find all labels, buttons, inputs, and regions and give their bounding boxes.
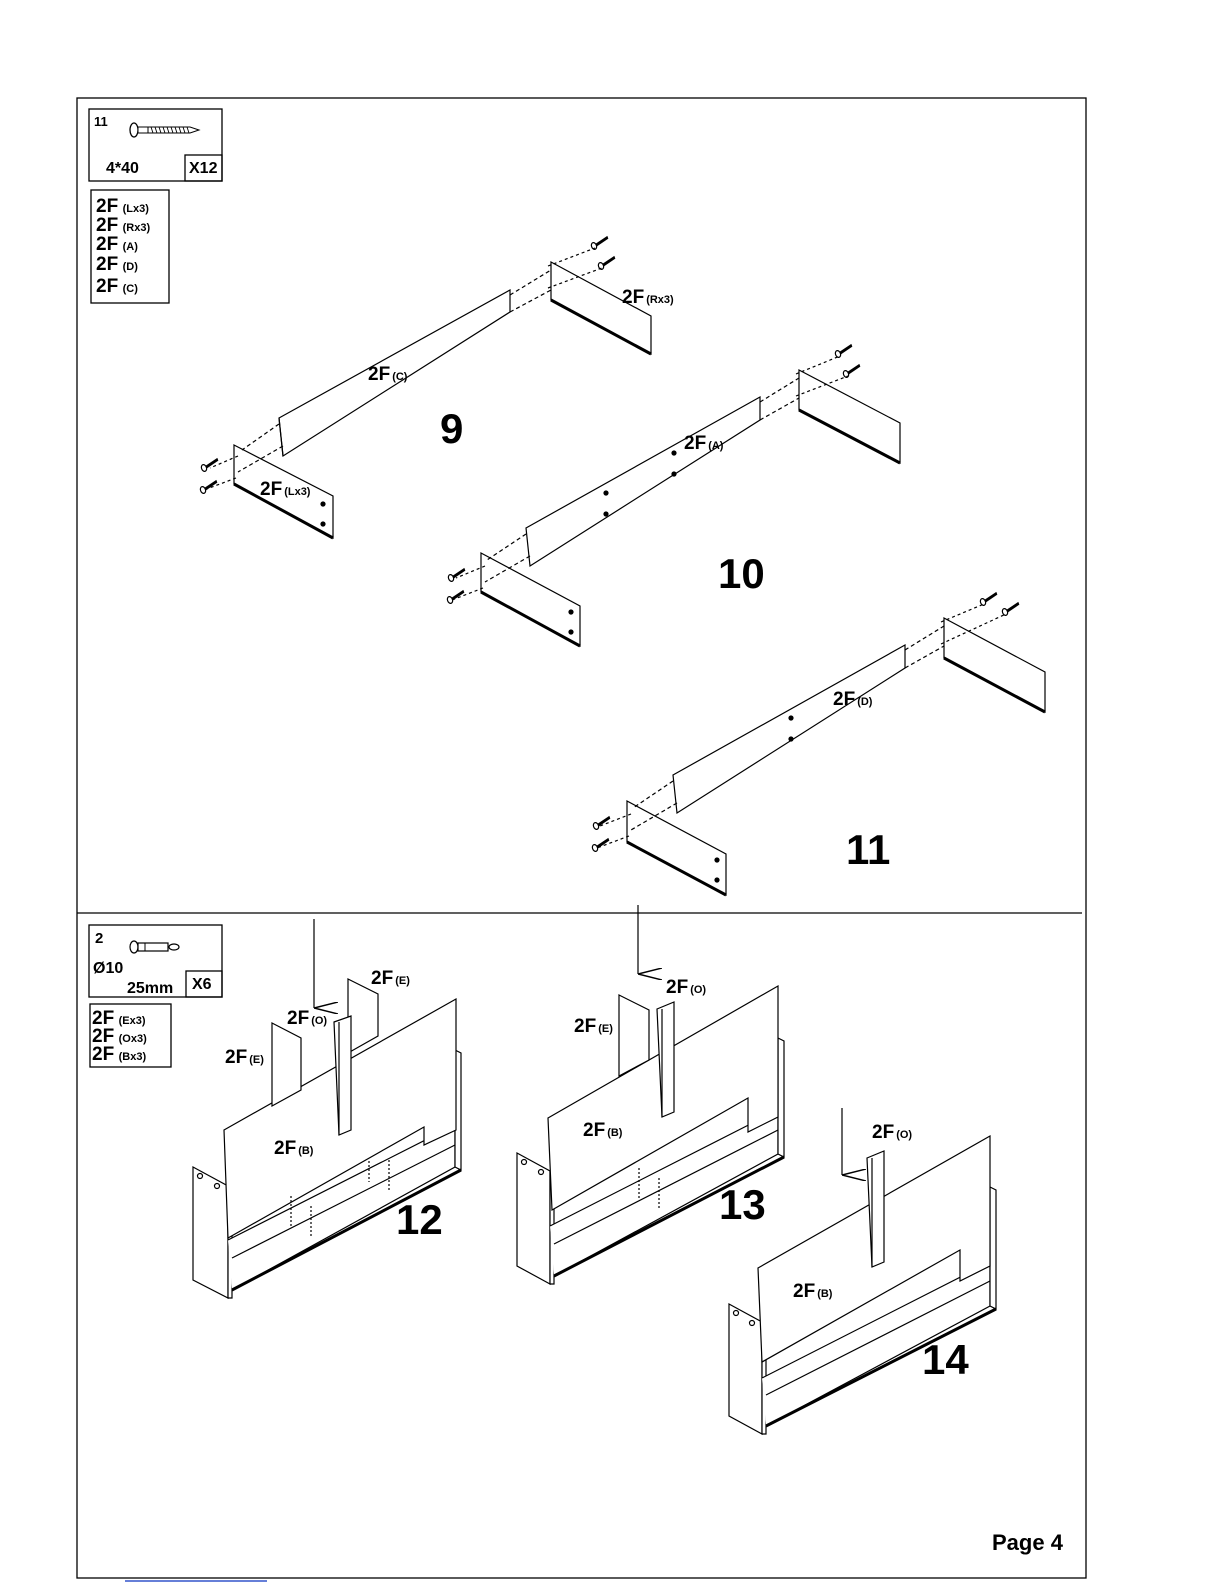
step-13-drawing	[517, 986, 784, 1284]
hardware-size: 4*40	[106, 160, 139, 177]
hardware-box-top: 11 4*40 X12	[89, 109, 222, 181]
part-label: 2F(E)	[225, 1047, 264, 1068]
hardware-id: 11	[94, 114, 108, 129]
part-label: 2F(O)	[287, 1008, 327, 1029]
step-number: 11	[846, 826, 890, 873]
hardware-box-bottom: 2 Ø10 25mm X6	[89, 925, 222, 997]
hardware-qty: X6	[192, 976, 212, 993]
step-number: 13	[719, 1181, 766, 1228]
step-number: 9	[440, 405, 463, 452]
step-11-drawing	[597, 604, 1045, 895]
hardware-qty: X12	[189, 160, 218, 177]
step-number: 10	[718, 550, 765, 597]
page-number: Page 4	[992, 1530, 1064, 1555]
part-label: 2F(Rx3)	[622, 287, 674, 308]
hardware-length: 25mm	[127, 980, 173, 997]
parts-list-bottom: 2F (Ex3) 2F (Ox3) 2F (Bx3)	[90, 1004, 171, 1067]
hardware-size: Ø10	[93, 960, 123, 977]
part-label: 2F(O)	[666, 977, 706, 998]
step-14-drawing	[729, 1136, 996, 1434]
step-number: 12	[396, 1196, 443, 1243]
part-label: 2F(E)	[574, 1016, 613, 1037]
step-number: 14	[922, 1336, 969, 1383]
part-label: 2F(E)	[371, 968, 410, 989]
parts-list-top: 2F (Lx3) 2F (Rx3) 2F (A) 2F (D) 2F (C)	[91, 190, 169, 303]
part-label: 2F(O)	[872, 1122, 912, 1143]
step-10-drawing	[452, 356, 900, 646]
hardware-id: 2	[95, 930, 103, 947]
